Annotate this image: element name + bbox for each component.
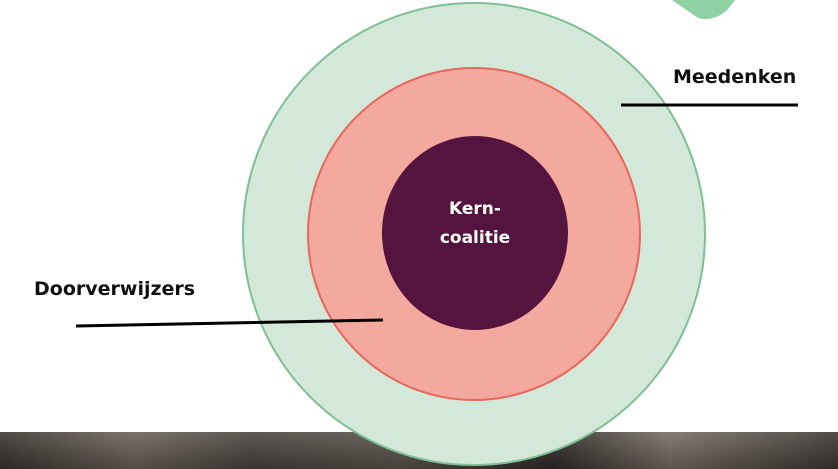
middle-ring-label: Doorverwijzers <box>34 278 195 300</box>
core-label-line-1: Kern- <box>395 195 555 224</box>
corner-accent-shape <box>672 0 735 19</box>
core-label: Kern- coalitie <box>395 195 555 253</box>
core-label-line-2: coalitie <box>395 224 555 253</box>
outer-ring-label: Meedenken <box>673 66 796 88</box>
